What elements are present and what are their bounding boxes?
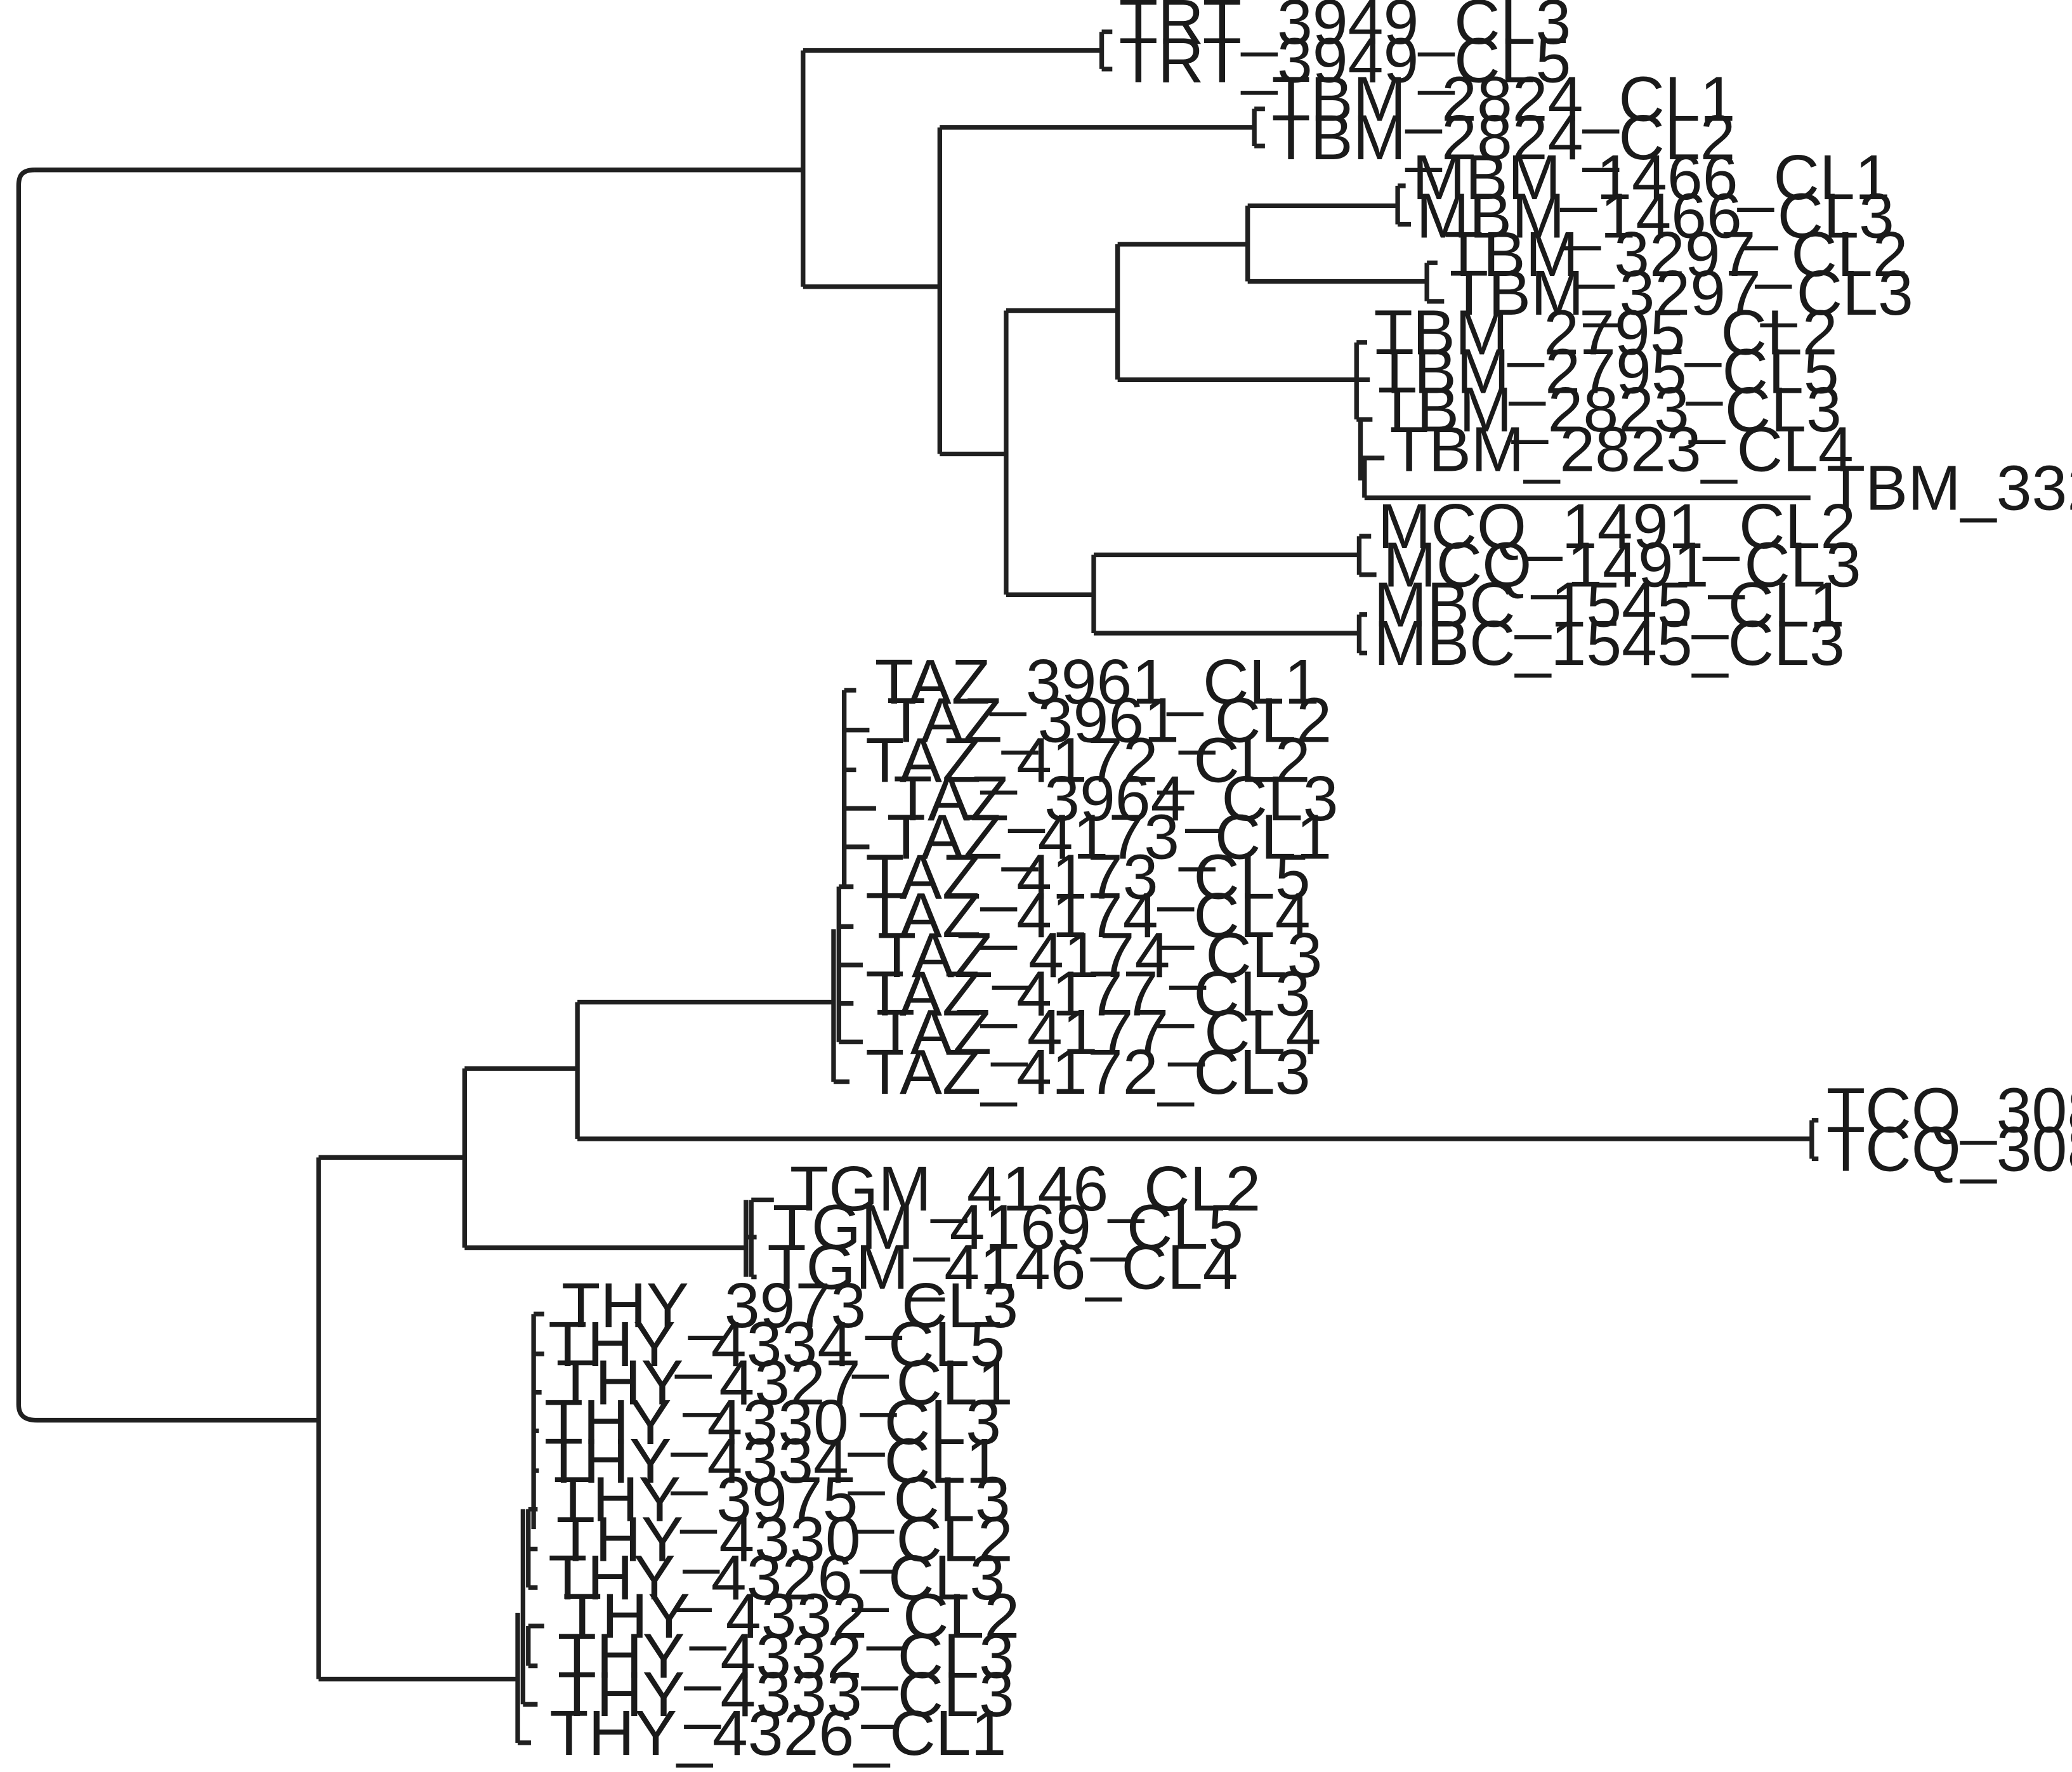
leaf-label: THY_4327_CL1 — [556, 1347, 1013, 1418]
leaf-labels: TRT_3949_CL3 TRT_3949_CL5 TBM_2824_CL1 T… — [544, 0, 2072, 1769]
leaf-label: TCQ_3087_CL3 — [1826, 1075, 2072, 1146]
leaf-label: TGM_4169_CL5 — [773, 1192, 1243, 1263]
leaf-label: MBM_1466_CL3 — [1416, 180, 1894, 251]
leaf-label: TBM_2823_CL3 — [1378, 374, 1842, 445]
leaf-label: TAZ_4174_CL4 — [865, 880, 1310, 951]
leaf-label: TBM_2795_CL2 — [1374, 298, 1837, 369]
leaf-label: TRT_3949_CL5 — [1119, 25, 1571, 96]
leaf-label: THY_4330_CL3 — [544, 1387, 1001, 1458]
leaf-label: MBC_1545_CL3 — [1374, 608, 1844, 679]
leaf-label: TGM_4146_CL2 — [790, 1153, 1261, 1224]
tree-branches — [16, 29, 1819, 1745]
leaf-label: TBM_2795_CL5 — [1375, 336, 1839, 407]
leaf-label: TCQ_3087_CL4 — [1826, 1113, 2072, 1185]
leaf-label: MCQ_1491_CL3 — [1383, 530, 1861, 601]
leaf-label: TBM_3329_CL1 — [1826, 452, 2072, 523]
leaf-label: TBM_2824_CL2 — [1271, 102, 1735, 173]
leaf-label: TAZ_3961_CL1 — [875, 646, 1320, 718]
leaf-label: THY_4334_CL1 — [544, 1426, 1001, 1497]
leaf-label: MBC_1545_CL1 — [1374, 569, 1844, 640]
leaf-label: TBM_2824_CL1 — [1271, 63, 1735, 135]
leaf-label: TAZ_3961_CL2 — [887, 685, 1332, 756]
leaf-label: THY_4326_CL1 — [549, 1698, 1006, 1769]
leaf-label: TRT_3949_CL3 — [1119, 0, 1571, 58]
leaf-label: TGM_4146_CL4 — [767, 1231, 1238, 1303]
leaf-label: MBM_1466_CL1 — [1412, 142, 1891, 213]
leaf-label: TAZ_4173_CL5 — [865, 841, 1310, 912]
leaf-label: TBM_2823_CL4 — [1390, 414, 1854, 485]
leaf-label: THY_4332_CL2 — [563, 1581, 1020, 1652]
leaf-label: TBM_3297_CL3 — [1450, 258, 1913, 329]
leaf-label: TAZ_4177_CL4 — [876, 997, 1321, 1068]
leaf-label: TAZ_4174_CL3 — [877, 920, 1322, 991]
leaf-label: THY_4334_CL5 — [548, 1309, 1005, 1380]
leaf-label: TAZ_4172_CL3 — [865, 1037, 1310, 1108]
leaf-label: THY_4332_CL3 — [558, 1620, 1014, 1691]
leaf-label: THY_3973_CL3 — [561, 1270, 1018, 1341]
leaf-label: TAZ_4172_CL2 — [865, 725, 1310, 796]
leaf-label: THY_4326_CL3 — [548, 1542, 1005, 1613]
leaf-label: TAZ_3964_CL3 — [893, 763, 1338, 834]
leaf-label: MCQ_1491_CL2 — [1378, 491, 1856, 562]
leaf-label: TAZ_4173_CL1 — [887, 802, 1332, 873]
leaf-label: THY_3975_CL3 — [554, 1464, 1011, 1535]
leaf-label: THY_4333_CL3 — [558, 1659, 1014, 1730]
leaf-label: THY_4330_CL2 — [556, 1504, 1013, 1575]
leaf-label: TAZ_4177_CL3 — [865, 958, 1310, 1029]
leaf-label: TBM_3297_CL2 — [1444, 219, 1908, 290]
